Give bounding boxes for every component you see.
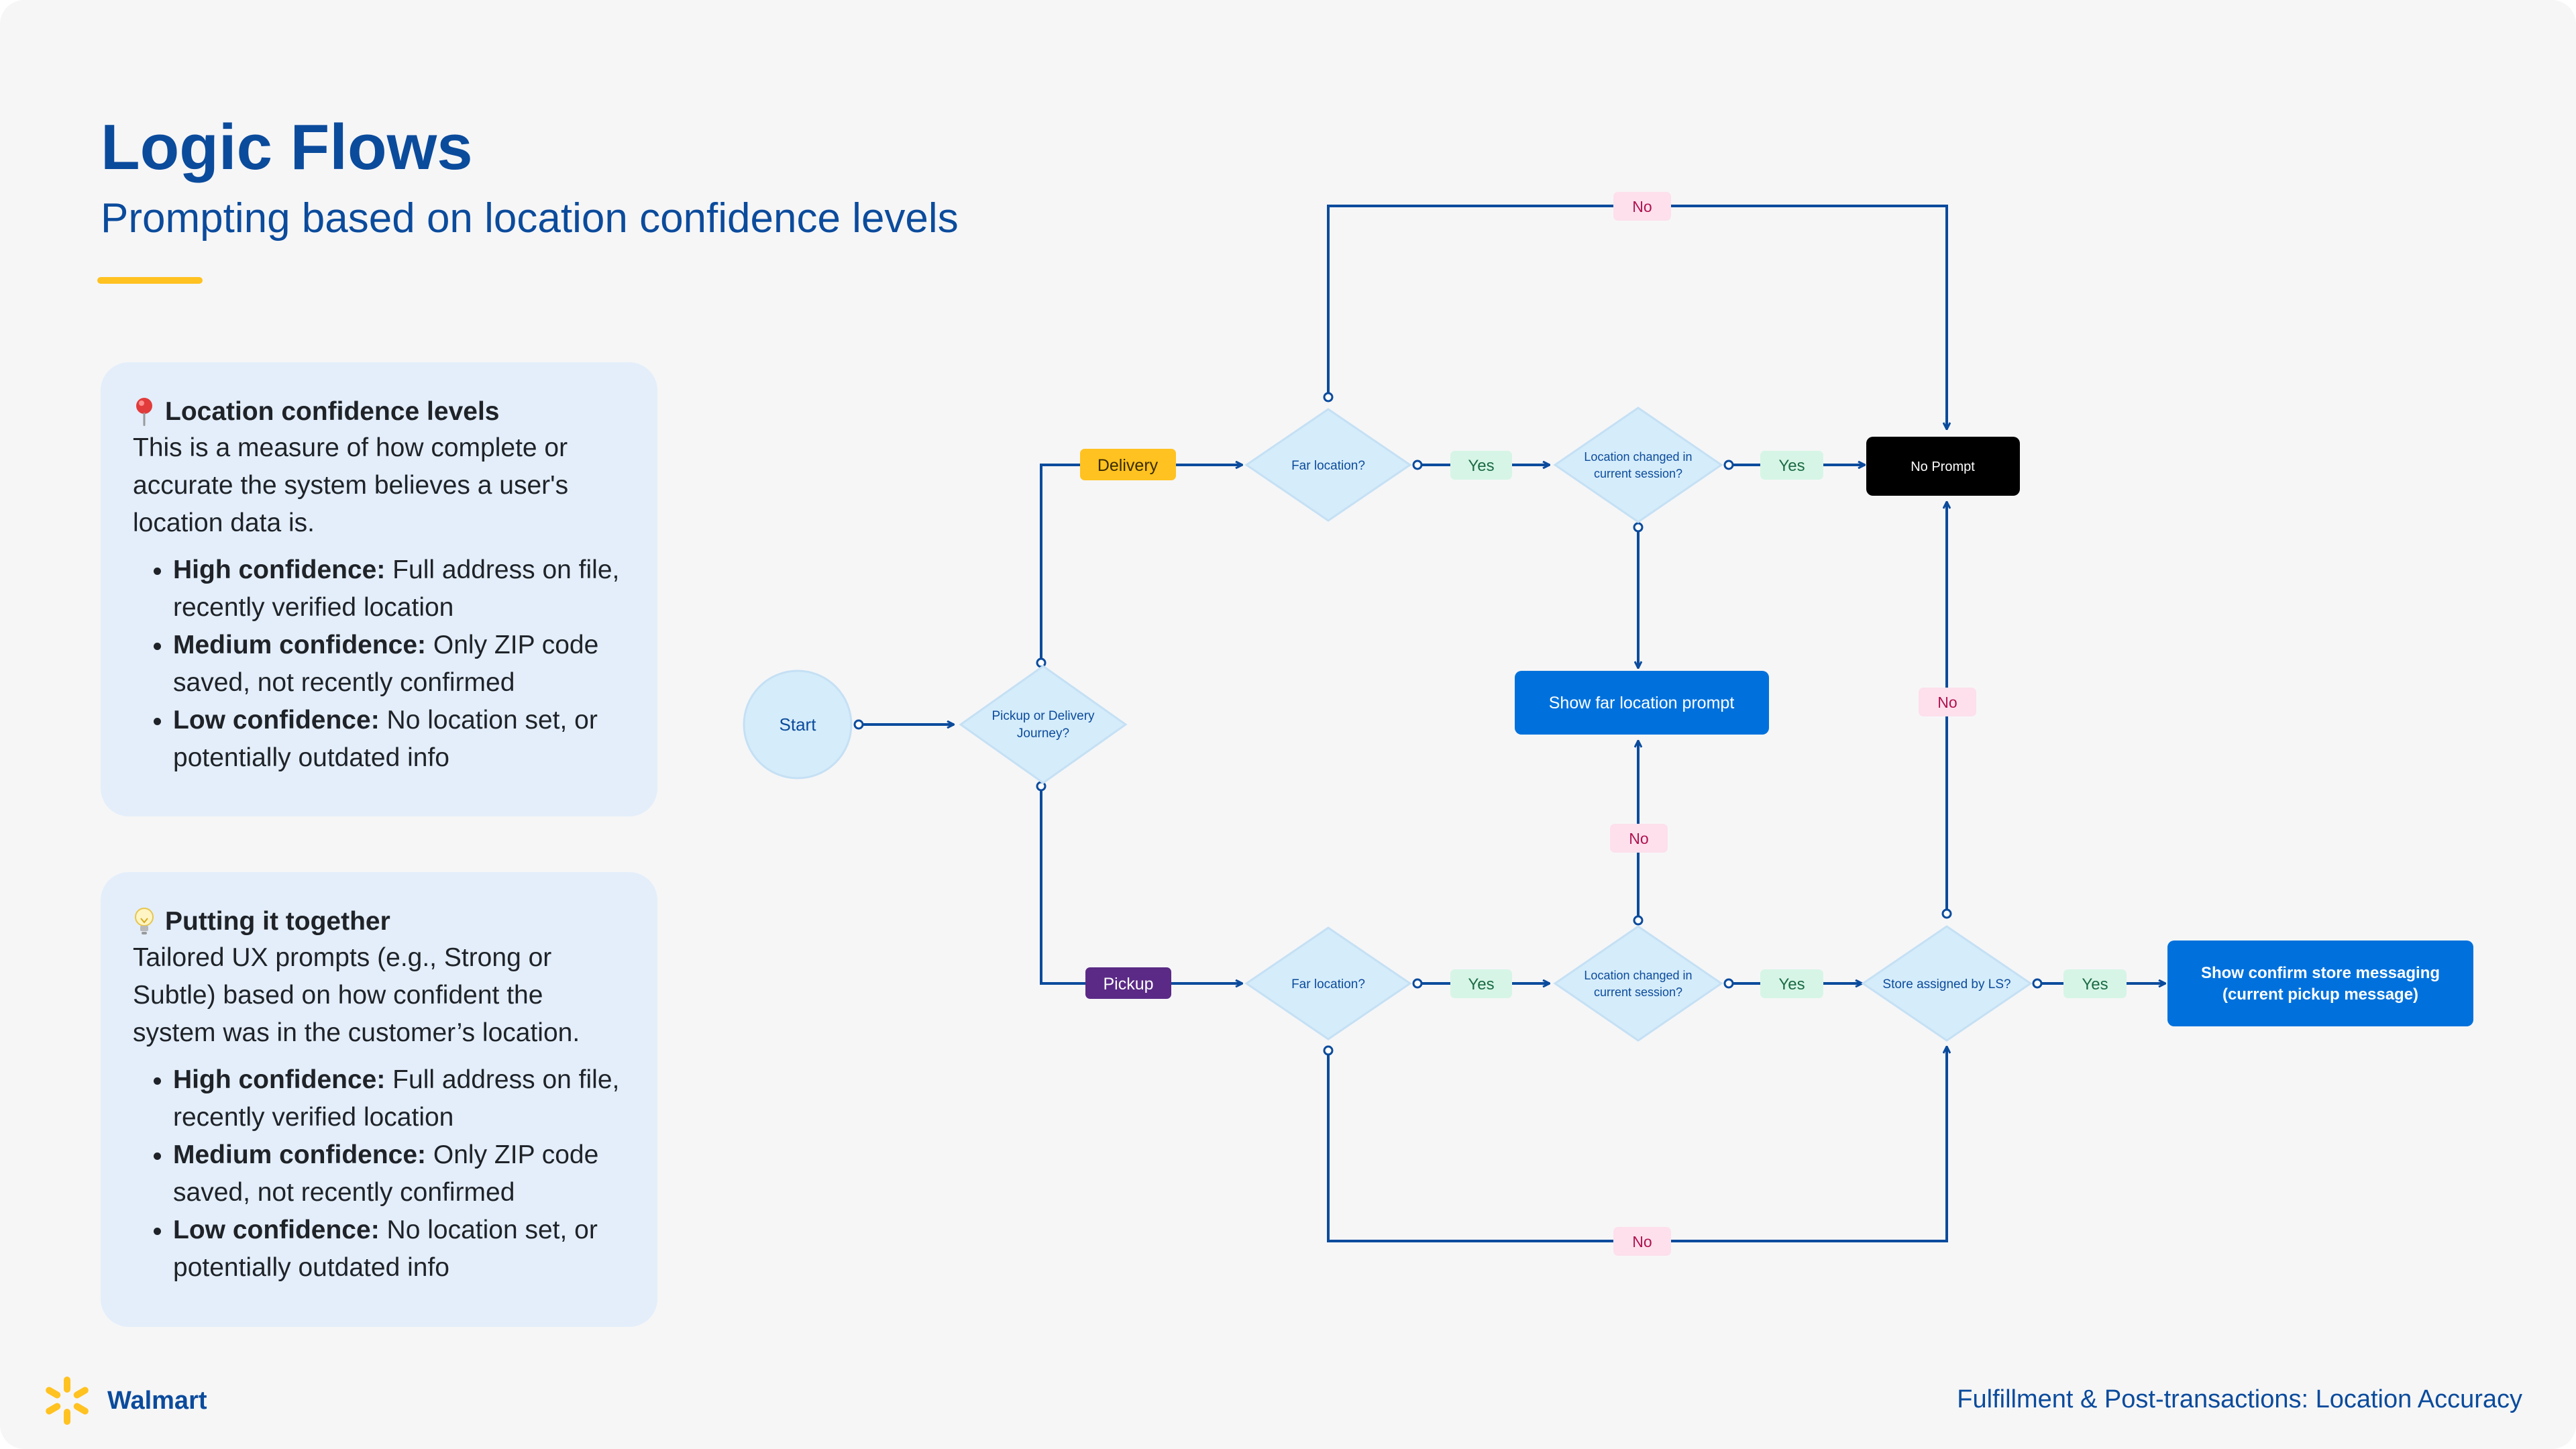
far-location-decision: Far location? — [1244, 926, 1412, 1040]
yes-label: Yes — [1778, 457, 1805, 475]
store-assigned-label: Store assigned by LS? — [1882, 977, 2010, 991]
yes-label: Yes — [1468, 975, 1494, 994]
location-confidence-card: Location confidence levels This is a mea… — [101, 362, 657, 816]
far-location-decision: Far location? — [1244, 408, 1412, 522]
journey-label-line2: Journey? — [1017, 727, 1069, 741]
list-item-text: No location set, or potentially outdated… — [173, 1216, 598, 1282]
card-heading: Location confidence levels — [133, 394, 624, 429]
location-changed-line1: Location changed in — [1584, 450, 1692, 464]
no-tag: No — [1919, 688, 1976, 716]
confidence-list: High confidence: Full address on file, r… — [133, 1061, 624, 1287]
store-assigned-decision: Store assigned by LS? — [1861, 925, 2033, 1042]
connector — [1040, 786, 1085, 985]
journey-label-line1: Pickup or Delivery — [991, 709, 1095, 723]
list-item: High confidence: Full address on file, r… — [173, 551, 624, 627]
start-label: Start — [780, 714, 817, 735]
yes-tag: Yes — [1450, 451, 1512, 480]
no-tag: No — [1610, 824, 1668, 853]
delivery-tag-label: Delivery — [1097, 456, 1159, 475]
confirm-store-node: Show confirm store messaging (current pi… — [2167, 941, 2473, 1026]
journey-decision: Pickup or Delivery Journey? — [959, 665, 1128, 784]
yes-tag: Yes — [1760, 969, 1823, 998]
no-tag: No — [1613, 1227, 1671, 1256]
list-item-term: Medium confidence: — [173, 631, 427, 659]
page-subtitle: Prompting based on location confidence l… — [101, 195, 959, 241]
yes-label: Yes — [1468, 457, 1494, 475]
location-changed-line2: current session? — [1594, 985, 1682, 999]
card-body: Tailored UX prompts (e.g., Strong or Sub… — [133, 943, 580, 1047]
no-label: No — [1937, 694, 1957, 711]
connector — [1040, 464, 1080, 663]
pickup-tag-label: Pickup — [1103, 975, 1153, 994]
list-item-text: Full address on file, recently verified … — [173, 555, 620, 622]
list-item-term: High confidence: — [173, 1065, 386, 1094]
card-heading-text: Putting it together — [165, 907, 390, 936]
brand-name: Walmart — [107, 1386, 207, 1415]
yes-label: Yes — [2082, 975, 2108, 994]
confidence-list: High confidence: Full address on file, r… — [133, 551, 624, 777]
location-changed-decision: Location changed in current session? — [1553, 925, 1723, 1042]
walmart-spark-icon — [46, 1377, 89, 1425]
connector — [1327, 1046, 1947, 1242]
far-prompt-label: Show far location prompt — [1549, 694, 1735, 712]
list-item: Medium confidence: Only ZIP code saved, … — [173, 627, 624, 702]
walmart-logo: Walmart — [40, 1374, 207, 1428]
location-changed-line1: Location changed in — [1584, 969, 1692, 982]
list-item: Medium confidence: Only ZIP code saved, … — [173, 1136, 624, 1212]
confirm-store-line1: Show confirm store messaging — [2201, 964, 2440, 982]
yes-label: Yes — [1778, 975, 1805, 994]
yes-tag: Yes — [2063, 969, 2127, 998]
list-item-term: Low confidence: — [173, 1216, 380, 1244]
card-heading-text: Location confidence levels — [165, 397, 500, 426]
no-label: No — [1629, 830, 1648, 847]
list-item: Low confidence: No location set, or pote… — [173, 702, 624, 777]
list-item: Low confidence: No location set, or pote… — [173, 1212, 624, 1287]
connector — [1327, 205, 1947, 429]
accent-rule — [97, 277, 203, 284]
no-prompt-label: No Prompt — [1911, 460, 1975, 474]
location-changed-decision: Location changed in current session? — [1553, 407, 1723, 523]
page-title: Logic Flows — [101, 111, 473, 183]
location-changed-line2: current session? — [1594, 467, 1682, 480]
card-heading: Putting it together — [133, 904, 624, 939]
yes-tag: Yes — [1760, 451, 1823, 480]
delivery-tag: Delivery — [1080, 449, 1176, 480]
no-tag: No — [1613, 192, 1671, 221]
confirm-store-line2: (current pickup message) — [2222, 985, 2418, 1004]
list-item-text: Only ZIP code saved, not recently confir… — [173, 631, 599, 697]
section-label: Fulfillment & Post-transactions: Locatio… — [1957, 1385, 2522, 1413]
list-item-text: Full address on file, recently verified … — [173, 1065, 620, 1132]
yes-tag: Yes — [1450, 969, 1512, 998]
list-item-term: High confidence: — [173, 555, 386, 584]
card-body: This is a measure of how complete or acc… — [133, 433, 569, 537]
list-item-text: No location set, or potentially outdated… — [173, 706, 598, 772]
no-label: No — [1632, 198, 1652, 215]
far-location-label: Far location? — [1291, 459, 1365, 473]
pickup-tag: Pickup — [1085, 967, 1171, 999]
no-prompt-node: No Prompt — [1866, 437, 2020, 496]
lightbulb-icon — [135, 908, 154, 934]
no-label: No — [1632, 1233, 1652, 1250]
start-node: Start — [743, 669, 853, 780]
putting-it-together-card: Putting it together Tailored UX prompts … — [101, 872, 657, 1327]
list-item-term: Low confidence: — [173, 706, 380, 735]
far-location-prompt-node: Show far location prompt — [1515, 671, 1769, 735]
list-item-term: Medium confidence: — [173, 1140, 427, 1169]
far-location-label: Far location? — [1291, 977, 1365, 991]
pushpin-icon — [136, 398, 152, 426]
list-item: High confidence: Full address on file, r… — [173, 1061, 624, 1136]
list-item-text: Only ZIP code saved, not recently confir… — [173, 1140, 599, 1207]
